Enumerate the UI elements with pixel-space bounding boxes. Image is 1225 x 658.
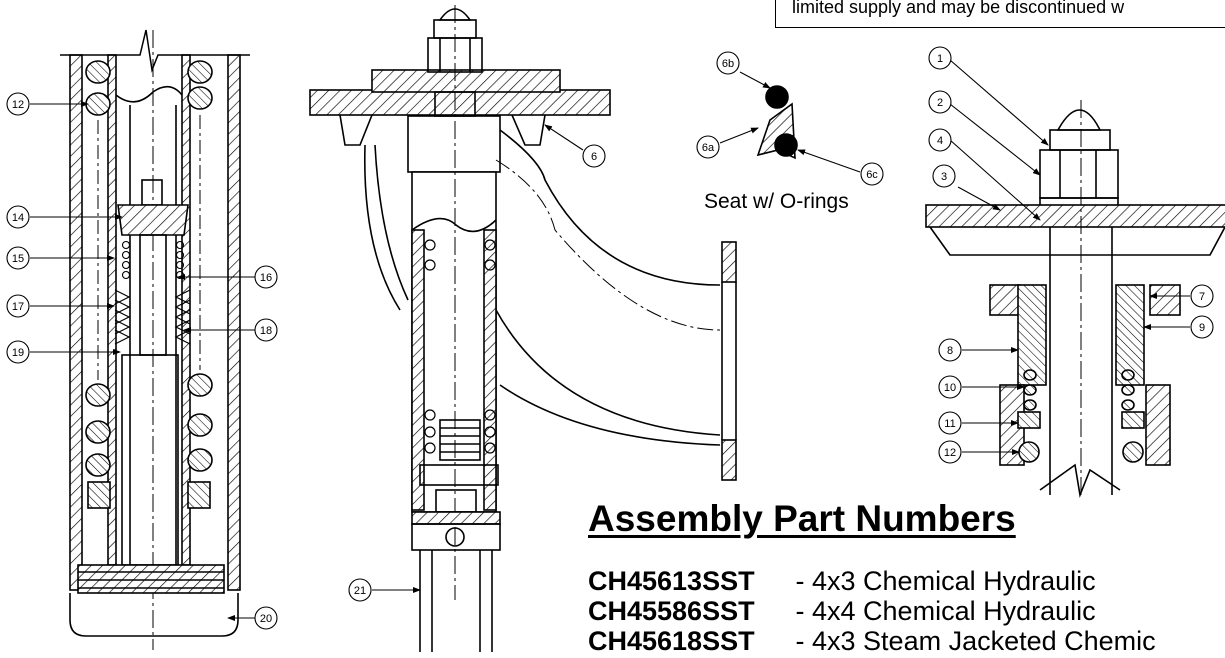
callout-label: 8 xyxy=(947,345,953,357)
callout-label: 20 xyxy=(260,613,272,625)
callout-label: 3 xyxy=(941,171,947,183)
callout-2: 2 xyxy=(928,90,952,114)
callout-12-right: 12 xyxy=(938,440,962,464)
callout-7: 7 xyxy=(1190,284,1214,308)
callout-label: 19 xyxy=(12,347,24,359)
callout-11: 11 xyxy=(938,411,962,435)
callout-1: 1 xyxy=(928,46,952,70)
list-item: CH45618SST - 4x3 Steam Jacketed Chemic xyxy=(588,626,1225,656)
callout-label: 7 xyxy=(1199,291,1205,303)
callout-6: 6 xyxy=(582,144,606,168)
callout-label: 2 xyxy=(937,97,943,109)
callout-8: 8 xyxy=(938,338,962,362)
callout-label: 12 xyxy=(12,99,24,111)
availability-notice: limited supply and may be discontinued w xyxy=(775,0,1225,28)
callout-label: 16 xyxy=(260,272,272,284)
callout-6b: 6b xyxy=(716,51,740,75)
part-description: - 4x3 Chemical Hydraulic xyxy=(795,566,1096,596)
callout-20: 20 xyxy=(254,606,278,630)
callout-label: 6c xyxy=(866,169,878,181)
callout-9: 9 xyxy=(1190,315,1214,339)
callout-label: 6 xyxy=(591,151,597,163)
callout-3: 3 xyxy=(932,164,956,188)
callout-label: 4 xyxy=(937,135,943,147)
callout-21: 21 xyxy=(348,578,372,602)
callout-label: 18 xyxy=(260,325,272,337)
callout-label: 10 xyxy=(944,382,956,394)
callout-4: 4 xyxy=(928,128,952,152)
callout-16: 16 xyxy=(254,265,278,289)
list-item: CH45613SST - 4x3 Chemical Hydraulic xyxy=(588,566,1225,596)
callout-17: 17 xyxy=(6,294,30,318)
seat-caption: Seat w/ O-rings xyxy=(704,190,849,213)
callout-6c: 6c xyxy=(860,162,884,186)
callout-label: 12 xyxy=(944,447,956,459)
seat-detail-view xyxy=(756,85,798,160)
callout-15: 15 xyxy=(6,246,30,270)
gland-section-view xyxy=(925,100,1225,498)
part-description: - 4x4 Chemical Hydraulic xyxy=(795,596,1096,626)
callout-label: 17 xyxy=(12,301,24,313)
callout-leaders xyxy=(30,59,1190,621)
notice-text: limited supply and may be discontinued w xyxy=(792,0,1125,17)
part-number-list: CH45613SST - 4x3 Chemical Hydraulic CH45… xyxy=(588,566,1225,658)
part-code: CH45618SST xyxy=(588,626,755,656)
callout-label: 6b xyxy=(722,58,734,70)
callout-6a: 6a xyxy=(696,135,720,159)
callout-label: 14 xyxy=(12,212,24,224)
callout-10: 10 xyxy=(938,375,962,399)
callout-12-left: 12 xyxy=(6,92,30,116)
callout-18: 18 xyxy=(254,318,278,342)
callout-label: 21 xyxy=(354,585,366,597)
assembly-title: Assembly Part Numbers xyxy=(588,498,1016,539)
valve-body-section-view xyxy=(309,5,737,652)
callout-19: 19 xyxy=(6,340,30,364)
actuator-section-view xyxy=(60,29,250,650)
callout-label: 6a xyxy=(702,142,715,154)
callout-label: 1 xyxy=(937,53,943,65)
callout-14: 14 xyxy=(6,205,30,229)
callout-label: 15 xyxy=(12,253,24,265)
part-code: CH45586SST xyxy=(588,596,755,626)
callout-label: 9 xyxy=(1199,322,1205,334)
part-code: CH45613SST xyxy=(588,566,755,596)
list-item: CH45586SST - 4x4 Chemical Hydraulic xyxy=(588,596,1225,626)
part-description: - 4x3 Steam Jacketed Chemic xyxy=(795,626,1156,656)
callout-label: 11 xyxy=(944,418,955,430)
